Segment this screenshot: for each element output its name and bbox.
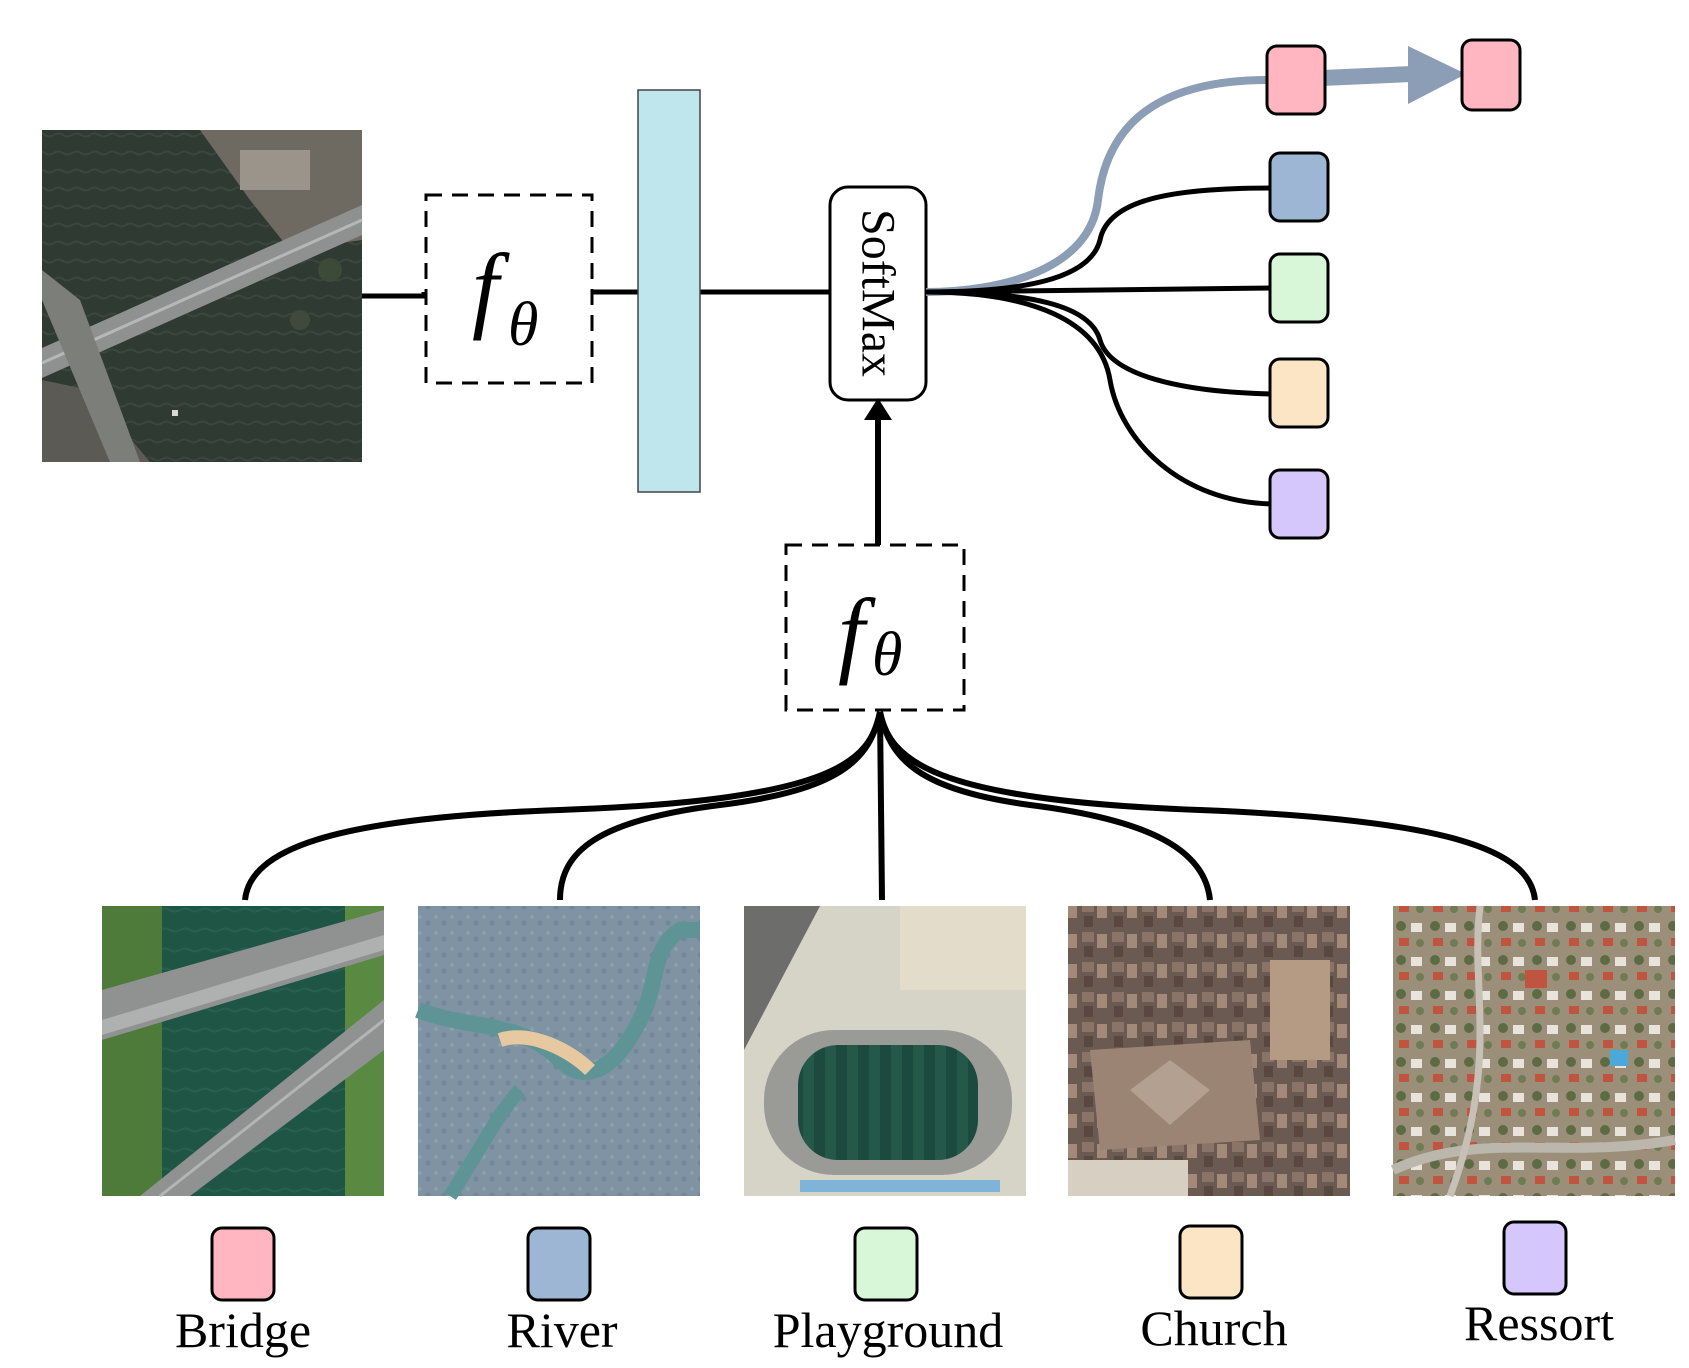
class-labels: Bridge River Playground Church Ressort <box>175 1295 1614 1358</box>
encoder-subscript: θ <box>508 291 538 359</box>
support-image-bridge <box>102 906 385 1198</box>
prediction-arrow <box>1321 46 1466 104</box>
support-encoder-box: f θ <box>784 543 966 712</box>
aerial-river-photo <box>415 906 700 1200</box>
legend-swatch-church <box>1178 1224 1244 1300</box>
output-box-playground <box>1268 252 1330 324</box>
support-encoder-subscript: θ <box>872 621 902 689</box>
softmax-label: SoftMax <box>852 209 905 377</box>
aerial-highway-bridges-photo <box>102 906 385 1198</box>
label-church: Church <box>1140 1300 1287 1356</box>
aerial-resort-photo <box>1390 905 1676 1198</box>
feature-vector-bar <box>637 89 701 493</box>
softmax-box: SoftMax <box>828 185 928 402</box>
label-bridge: Bridge <box>175 1302 311 1358</box>
class-outputs <box>1265 38 1522 540</box>
predicted-class-box <box>1460 38 1522 112</box>
label-river: River <box>506 1302 617 1358</box>
output-connectors <box>925 76 1273 507</box>
support-connectors <box>242 711 1538 901</box>
support-image-playground <box>744 906 1026 1196</box>
support-image-river <box>415 906 700 1200</box>
legend-swatch-bridge <box>210 1226 276 1302</box>
output-box-church <box>1268 357 1330 429</box>
output-box-bridge <box>1265 44 1327 116</box>
query-connectors <box>362 289 830 299</box>
legend-swatch-playground <box>853 1226 919 1302</box>
support-image-ressort <box>1390 905 1676 1198</box>
output-box-river <box>1268 151 1330 223</box>
support-to-softmax-arrow <box>864 398 892 545</box>
support-image-church <box>1068 906 1350 1196</box>
label-playground: Playground <box>773 1302 1004 1358</box>
class-legend-swatches <box>210 1220 1568 1302</box>
aerial-stadium-photo <box>744 906 1026 1196</box>
query-image <box>41 130 363 462</box>
output-box-ressort <box>1268 468 1330 540</box>
query-encoder-box: f θ <box>424 193 594 385</box>
aerial-church-photo <box>1068 906 1350 1196</box>
aerial-bridge-over-river-photo <box>41 130 363 462</box>
legend-swatch-ressort <box>1502 1220 1568 1296</box>
legend-swatch-river <box>526 1226 592 1302</box>
label-ressort: Ressort <box>1464 1295 1614 1351</box>
